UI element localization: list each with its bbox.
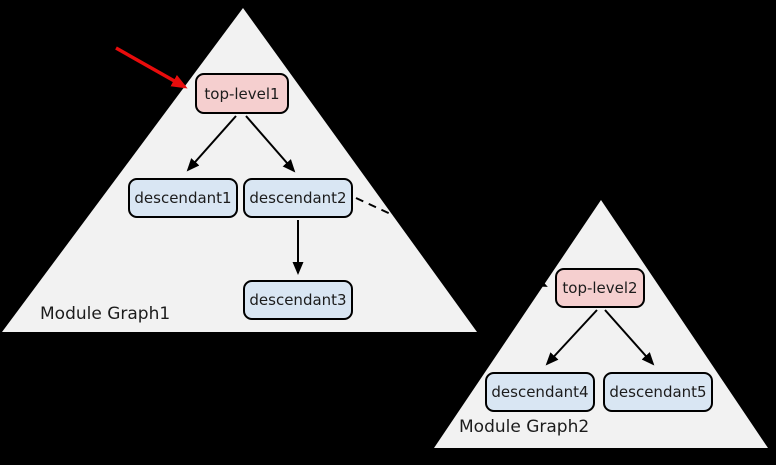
node-top-level1: top-level1 [195, 73, 289, 114]
edge-toplevel1-descendant1 [186, 115, 237, 172]
node-descendant1: descendant1 [128, 178, 238, 218]
module-graph2-triangle [434, 200, 768, 448]
edge-toplevel2-descendant4 [545, 309, 598, 366]
cross-module-dashed-edge [355, 197, 548, 287]
node-descendant2: descendant2 [243, 178, 353, 218]
node-top-level2: top-level2 [555, 268, 645, 308]
highlight-red-arrow [115, 46, 188, 89]
node-descendant3: descendant3 [243, 280, 353, 320]
module-graph1-triangle [2, 8, 477, 332]
edge-toplevel1-descendant2 [245, 115, 296, 173]
node-descendant5: descendant5 [603, 372, 713, 412]
edge-toplevel2-descendant5 [604, 309, 655, 366]
graph2-title: Module Graph2 [459, 417, 590, 437]
graph1-title: Module Graph1 [40, 304, 171, 324]
node-descendant4: descendant4 [485, 372, 595, 412]
